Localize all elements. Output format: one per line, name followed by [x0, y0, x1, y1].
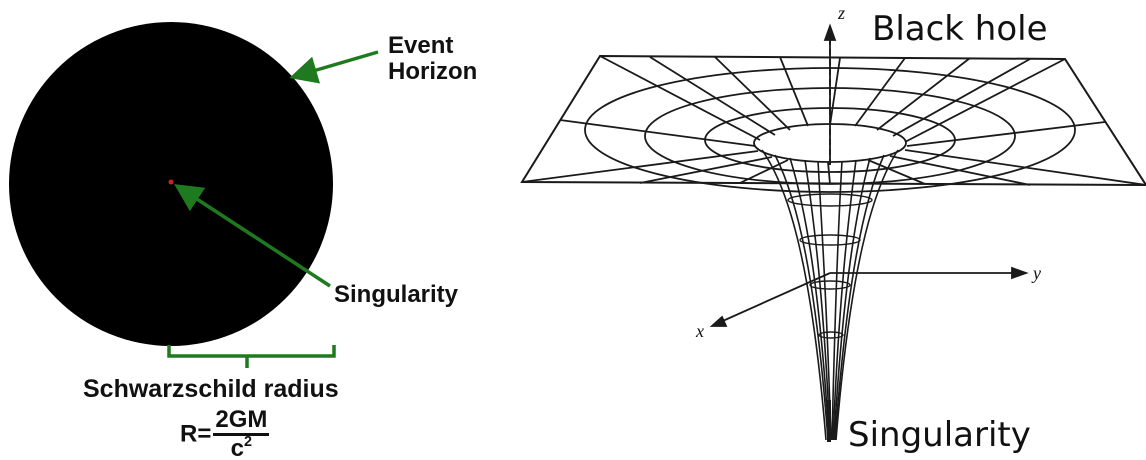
sheet-radial-lines: [521, 55, 1146, 186]
funnel: [761, 149, 899, 442]
axes: [709, 23, 1029, 327]
singularity-label-left: Singularity: [334, 281, 459, 308]
black-hole-title: Black hole: [872, 9, 1048, 49]
formula-denominator: c2: [230, 434, 253, 460]
formula-numerator: 2GM: [213, 408, 270, 436]
event-horizon-label-line2: Horizon: [388, 58, 478, 85]
y-axis-label: y: [1033, 263, 1041, 283]
x-axis: [715, 272, 831, 325]
event-horizon-label: Event Horizon: [388, 33, 477, 85]
z-axis-label: z: [838, 3, 846, 23]
event-horizon-arrow: [289, 50, 379, 84]
right-diagram: [520, 23, 1146, 442]
singularity-arrow: [174, 184, 331, 288]
x-axis-label: x: [696, 321, 704, 341]
formula-lhs: R=: [180, 420, 212, 448]
schwarzschild-radius-label: Schwarzschild radius: [83, 375, 339, 403]
radius-bracket: [167, 345, 336, 368]
spacetime-sheet-outline: [520, 54, 1146, 187]
singularity-dot: [168, 179, 174, 185]
singularity-label-right: Singularity: [848, 415, 1031, 455]
event-horizon-label-line1: Event: [388, 32, 454, 59]
